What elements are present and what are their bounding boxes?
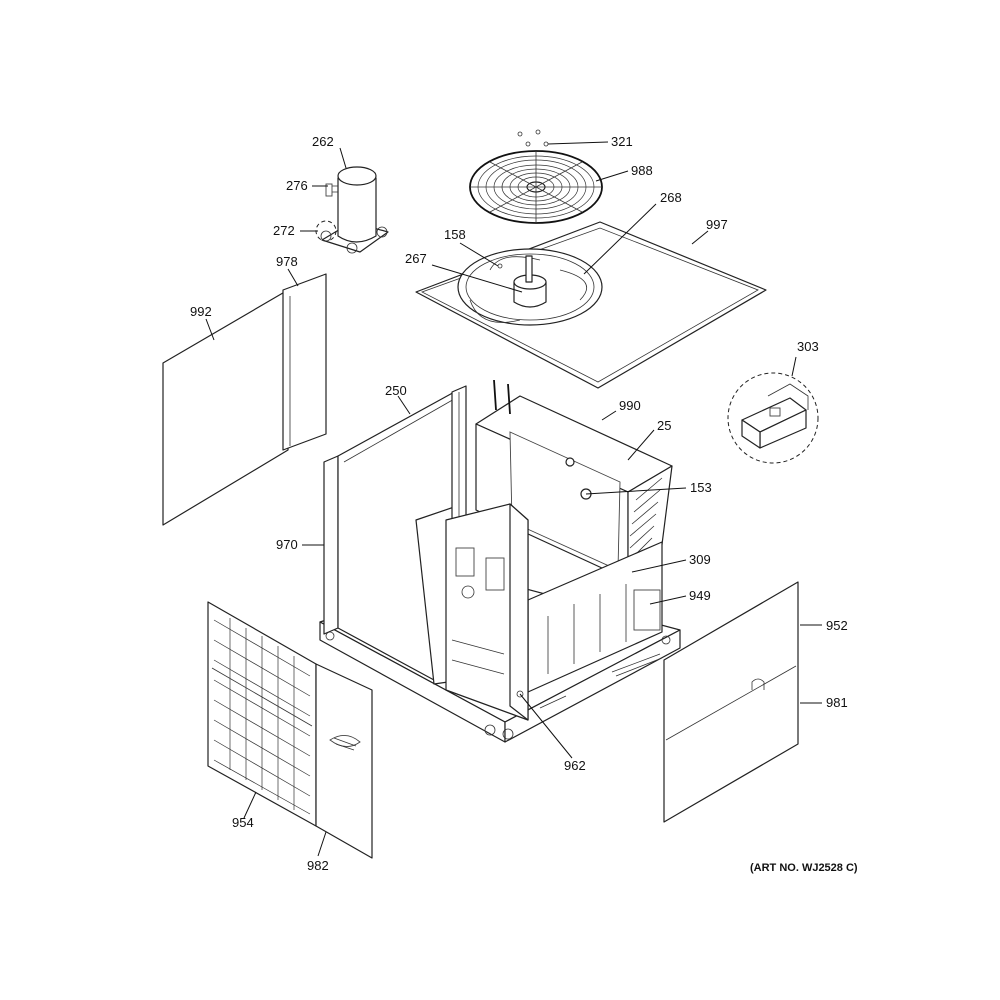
compressor [315, 166, 389, 254]
callout-990: 990 [619, 398, 641, 413]
fan-guard [469, 129, 603, 224]
callout-992: 992 [190, 304, 212, 319]
callout-158: 158 [444, 227, 466, 242]
top-cover [415, 221, 767, 389]
front-grille-panel [207, 601, 317, 827]
callout-267: 267 [405, 251, 427, 266]
callout-962: 962 [564, 758, 586, 773]
right-side-panel [663, 581, 799, 823]
callout-954: 954 [232, 815, 254, 830]
callout-276: 276 [286, 178, 308, 193]
callout-997: 997 [706, 217, 728, 232]
callout-25: 25 [657, 418, 671, 433]
callout-153: 153 [690, 480, 712, 495]
leader-lines [205, 141, 822, 857]
callout-303: 303 [797, 339, 819, 354]
callout-321: 321 [611, 134, 633, 149]
callout-970: 970 [276, 537, 298, 552]
callout-952: 952 [826, 618, 848, 633]
callout-268: 268 [660, 190, 682, 205]
front-access-panel [315, 663, 373, 859]
callout-272: 272 [273, 223, 295, 238]
callout-981: 981 [826, 695, 848, 710]
callout-262: 262 [312, 134, 334, 149]
callout-982: 982 [307, 858, 329, 873]
callout-labels: 262 276 272 321 988 268 997 158 267 978 … [190, 134, 858, 874]
main-cabinet [319, 379, 681, 743]
callout-978: 978 [276, 254, 298, 269]
left-side-panel [162, 273, 327, 526]
callout-949: 949 [689, 588, 711, 603]
callout-250: 250 [385, 383, 407, 398]
callout-988: 988 [631, 163, 653, 178]
art-number: (ART NO. WJ2528 C) [750, 862, 858, 874]
control-box-inset [727, 372, 819, 464]
callout-309: 309 [689, 552, 711, 567]
